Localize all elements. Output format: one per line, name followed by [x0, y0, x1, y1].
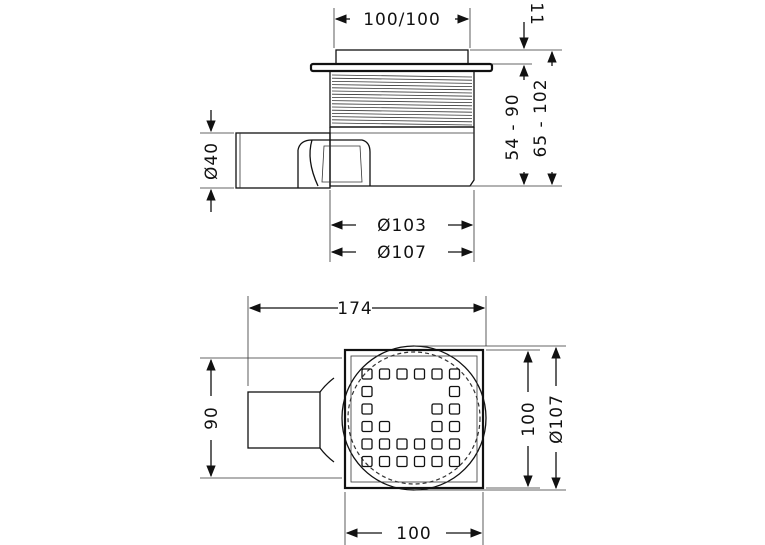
grate-hole	[431, 420, 443, 433]
dim-height-inner: 54 - 90	[503, 93, 523, 160]
thread-line	[331, 100, 473, 103]
outlet-pipe	[235, 132, 331, 189]
thread-line	[331, 119, 473, 123]
grate-hole	[448, 385, 461, 398]
grate-hole	[378, 420, 391, 433]
flange-circle	[341, 345, 487, 491]
grate-hole	[396, 368, 408, 380]
plan-view: 174 90 100 Ø107 100	[200, 296, 567, 545]
grate-hole	[448, 403, 461, 415]
grate-hole	[448, 368, 461, 380]
grate-plate	[335, 49, 469, 65]
dim-height-outer: 65 - 102	[531, 78, 551, 157]
grate-hole	[448, 455, 461, 468]
grate-frame	[343, 348, 485, 490]
grate-hole	[448, 438, 461, 450]
grate-hole	[378, 438, 391, 450]
flange	[309, 62, 494, 73]
body-circle	[347, 351, 481, 485]
thread-line	[331, 122, 473, 126]
grate-hole	[413, 438, 426, 450]
grate-hole	[431, 438, 443, 450]
thread-line	[331, 113, 473, 116]
dim-body: Ø103	[377, 216, 427, 236]
grate-hole	[361, 438, 373, 450]
grate-hole	[378, 455, 391, 468]
grate-hole	[396, 438, 408, 450]
thread-line	[331, 97, 473, 100]
grate-hole	[431, 455, 443, 468]
grate-hole	[431, 368, 443, 380]
dim-grate-bottom: 100	[396, 524, 431, 544]
trap-insert	[297, 139, 371, 188]
grate-hole	[431, 403, 443, 415]
grate-hole	[361, 385, 373, 398]
thread-line	[331, 90, 473, 94]
grate-hole	[378, 368, 391, 380]
dim-depth: 90	[202, 406, 222, 430]
thread-line	[331, 103, 473, 107]
grate-hole	[361, 455, 373, 468]
side-view: 100/100 11 54 - 90 65 - 102 Ø40 Ø103 Ø10…	[200, 2, 562, 263]
thread-lines	[331, 74, 473, 126]
grate-hole	[413, 368, 426, 380]
grate-hole	[361, 368, 373, 380]
thread-line	[331, 106, 473, 110]
thread-line	[331, 77, 473, 81]
thread-line	[331, 81, 473, 84]
dim-outlet: Ø40	[202, 142, 222, 180]
thread-line	[331, 93, 473, 97]
grate-holes	[361, 368, 461, 468]
thread-line	[331, 116, 473, 119]
dim-plan-flange: Ø107	[547, 394, 567, 444]
dim-grate-size: 100/100	[363, 10, 441, 30]
grate-hole	[413, 455, 426, 468]
grate-hole	[361, 420, 373, 433]
dim-grate-side: 100	[519, 401, 539, 436]
thread-line	[331, 87, 473, 91]
thread-line	[331, 84, 473, 87]
dim-grate-height: 11	[526, 2, 546, 26]
grate-hole	[448, 420, 461, 433]
thread-line	[331, 74, 473, 78]
thread-line	[331, 109, 473, 113]
lower-body	[329, 127, 475, 187]
plan-outlet	[247, 391, 321, 449]
grate-hole	[361, 403, 373, 415]
dim-flange: Ø107	[377, 243, 427, 263]
grate-hole	[396, 455, 408, 468]
dim-total-width: 174	[337, 299, 372, 319]
